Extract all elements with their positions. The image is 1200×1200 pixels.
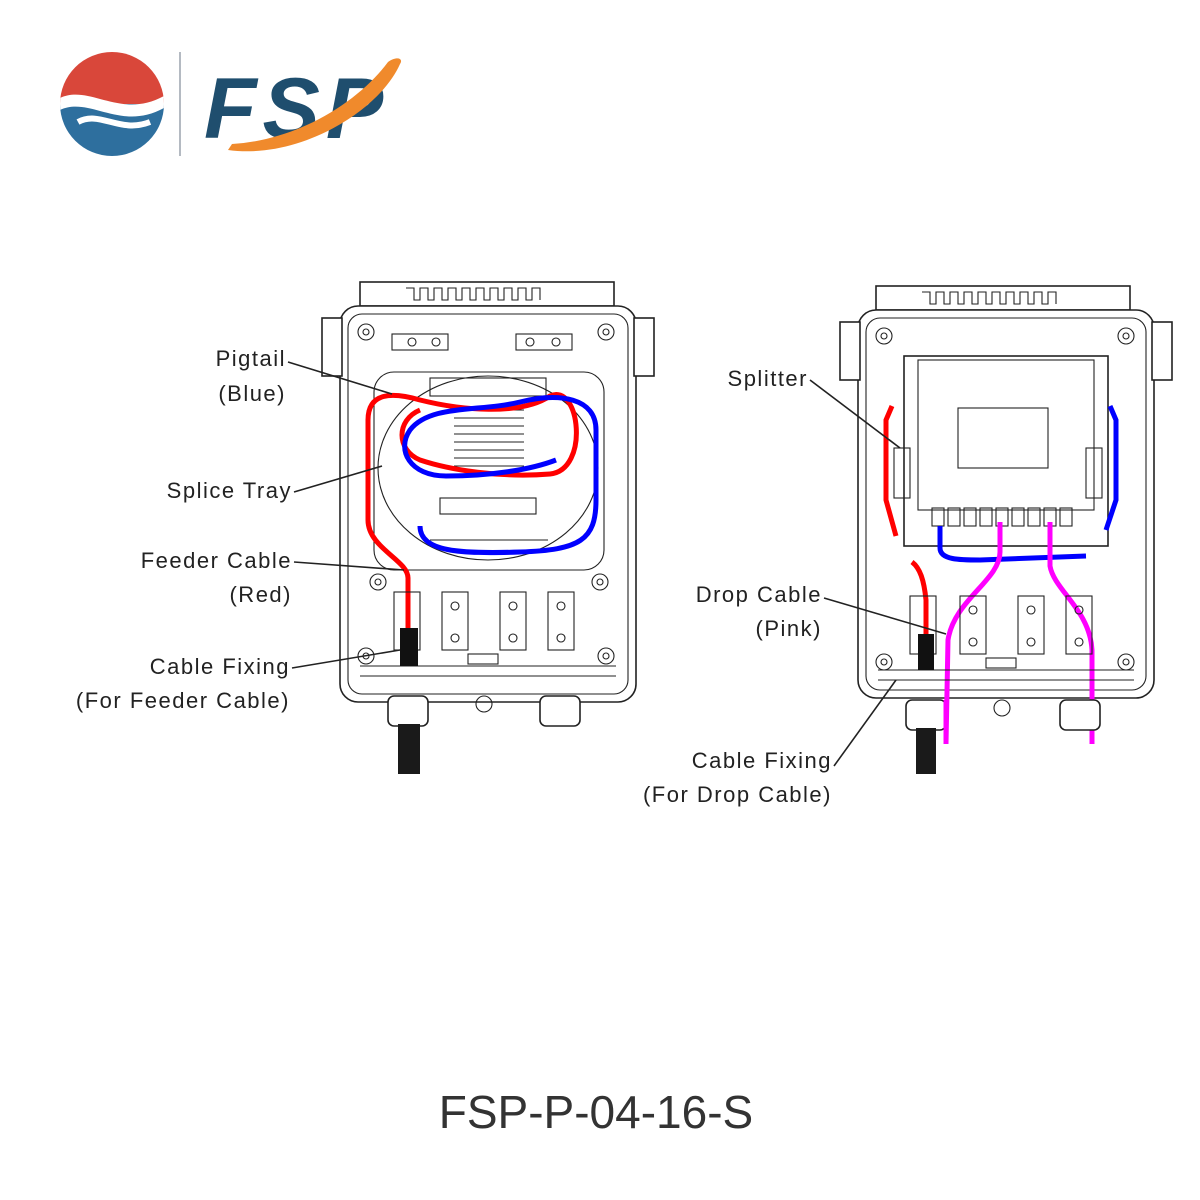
label-splice-tray: Splice Tray [167, 478, 292, 503]
left-enclosure-drawing [321, 281, 655, 774]
label-feeder-cable-color: (Red) [229, 582, 292, 607]
brand-logo: FSP [60, 52, 402, 157]
label-drop-cable-color: (Pink) [756, 616, 822, 641]
label-splitter: Splitter [728, 366, 808, 391]
logo-emblem-icon [60, 52, 164, 156]
right-enclosure-drawing [839, 285, 1173, 774]
callout-feeder-cable: Feeder Cable (Red) [141, 548, 405, 607]
label-drop-cable: Drop Cable [696, 582, 822, 607]
label-cable-fixing-drop: Cable Fixing [692, 748, 832, 773]
label-feeder-cable: Feeder Cable [141, 548, 292, 573]
label-cable-fixing-note: (For Feeder Cable) [76, 688, 290, 713]
label-cable-fixing-drop-note: (For Drop Cable) [643, 782, 832, 807]
label-cable-fixing: Cable Fixing [150, 654, 290, 679]
callout-pigtail: Pigtail (Blue) [216, 346, 393, 406]
callout-cable-fixing-feeder: Cable Fixing (For Feeder Cable) [76, 649, 401, 713]
callout-splice-tray: Splice Tray [167, 465, 383, 503]
label-pigtail: Pigtail [216, 346, 286, 371]
label-pigtail-color: (Blue) [218, 381, 286, 406]
logo-swoosh [228, 58, 402, 152]
model-number: FSP-P-04-16-S [439, 1086, 753, 1138]
callout-cable-fixing-drop: Cable Fixing (For Drop Cable) [643, 679, 897, 807]
callout-splitter: Splitter [728, 366, 901, 449]
callout-drop-cable: Drop Cable (Pink) [696, 582, 947, 641]
